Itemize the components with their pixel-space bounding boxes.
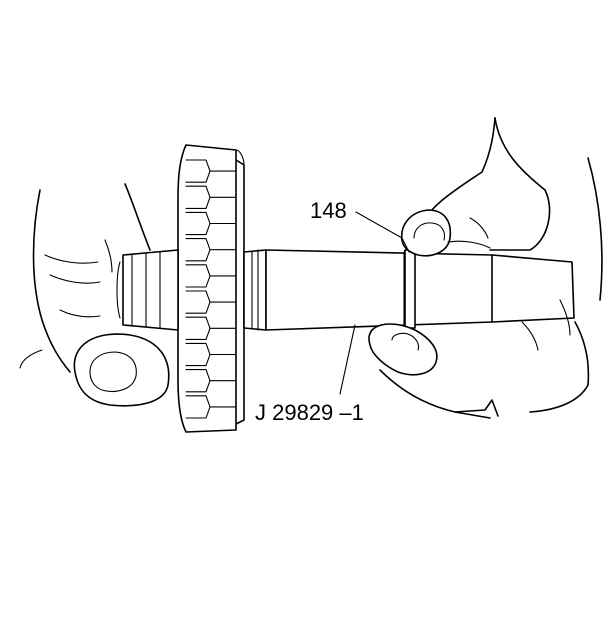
shaft-right xyxy=(243,249,267,331)
left-hand xyxy=(19,183,170,407)
leaders xyxy=(339,211,410,395)
gear xyxy=(177,144,245,433)
gear-teeth xyxy=(185,159,237,419)
callout-tool-number: J 29829 –1 xyxy=(255,400,364,425)
right-hand xyxy=(368,117,603,419)
callout-148: 148 xyxy=(310,198,347,223)
leader-tool xyxy=(339,324,356,395)
installer-tool xyxy=(265,249,575,331)
snap-ring-148 xyxy=(404,249,416,329)
leader-148 xyxy=(355,211,410,253)
shaft-left xyxy=(116,249,179,331)
